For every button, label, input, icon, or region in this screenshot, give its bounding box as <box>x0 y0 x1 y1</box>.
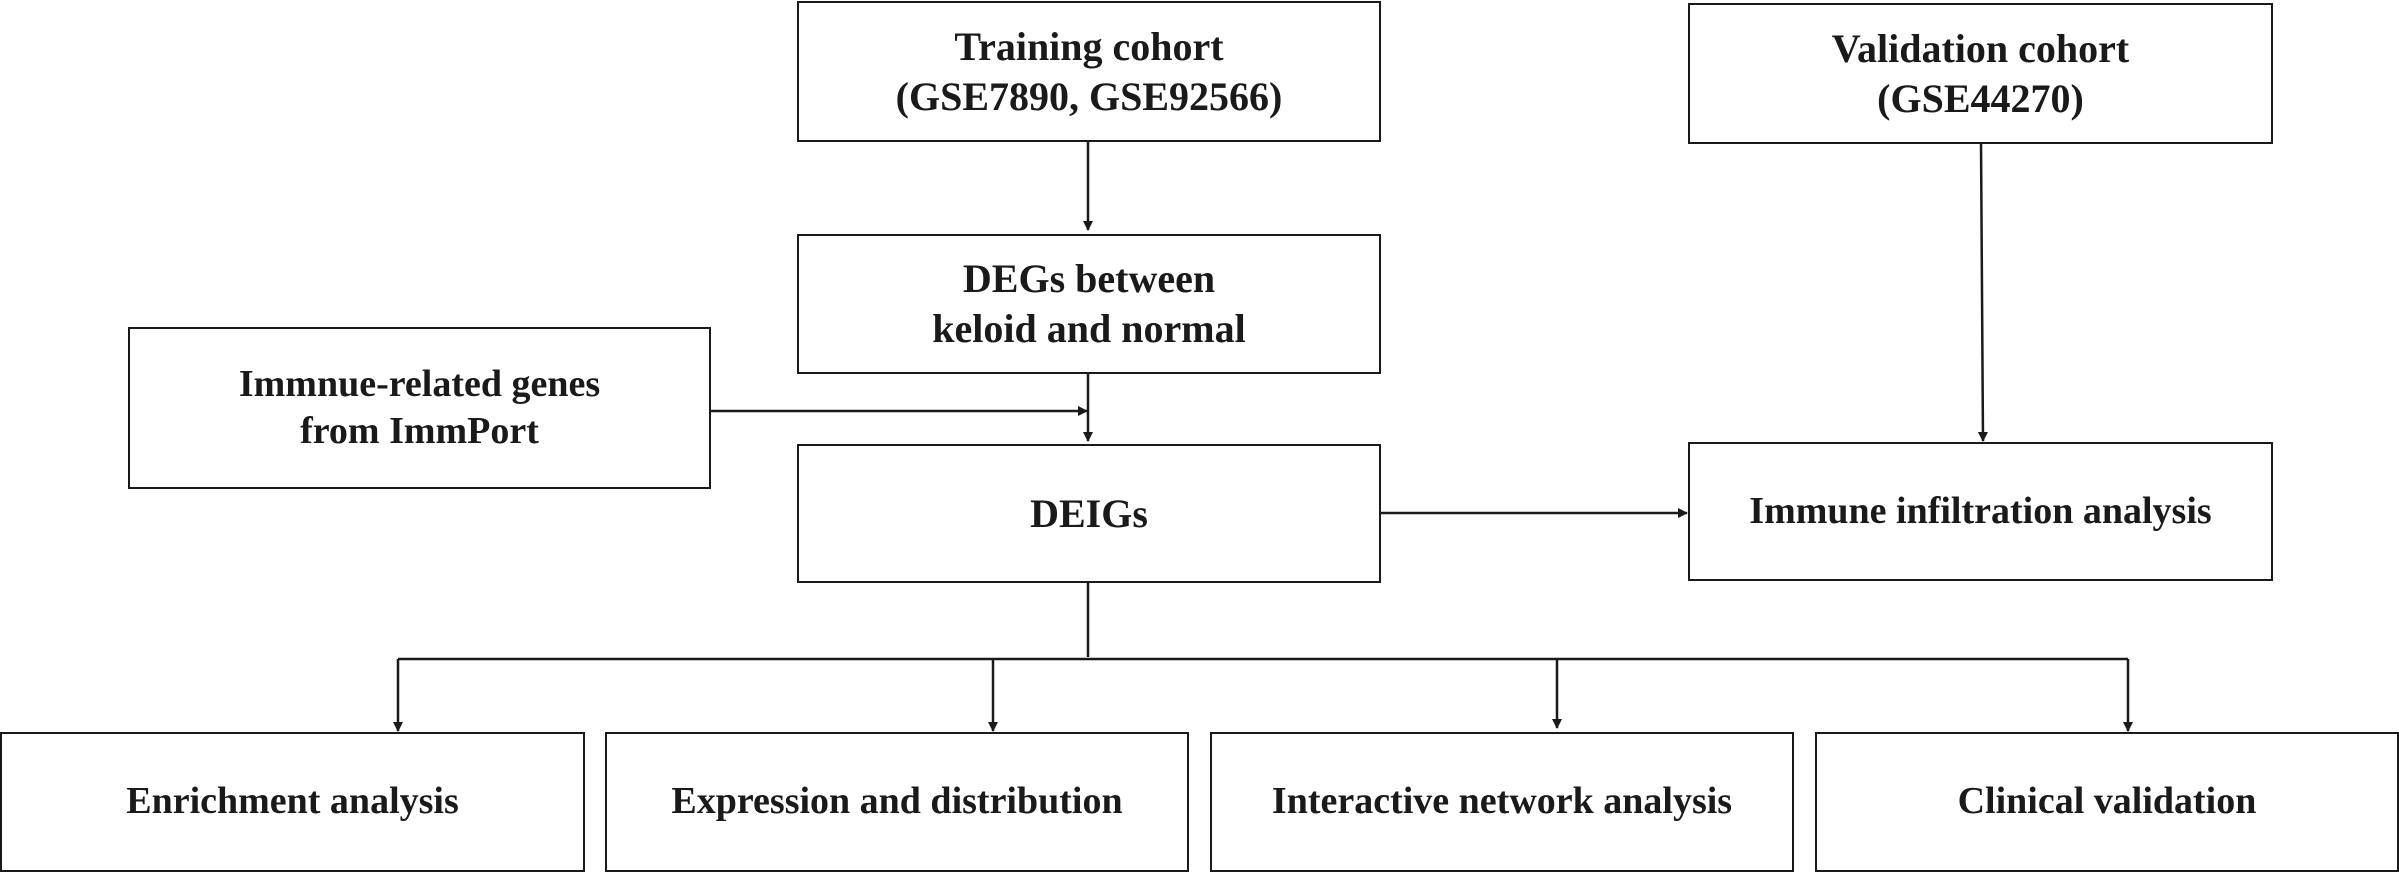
immune-genes-box: Immnue-related genes from ImmPort <box>128 327 711 489</box>
enrichment-analysis-label: Enrichment analysis <box>126 780 459 823</box>
training-cohort-title: Training cohort <box>954 23 1224 69</box>
degs-box: DEGs between keloid and normal <box>797 234 1381 374</box>
arrow-validation-to-infiltration <box>1977 141 1988 442</box>
validation-cohort-title: Validation cohort <box>1831 25 2130 71</box>
clinical-validation-box: Clinical validation <box>1815 732 2399 872</box>
interactive-network-box: Interactive network analysis <box>1210 732 1794 872</box>
immune-infiltration-label: Immune infiltration analysis <box>1749 489 2212 532</box>
degs-line2: keloid and normal <box>932 306 1246 351</box>
training-cohort-box: Training cohort (GSE7890, GSE92566) <box>797 1 1381 142</box>
validation-cohort-box: Validation cohort (GSE44270) <box>1688 3 2273 144</box>
interactive-network-label: Interactive network analysis <box>1271 780 1733 823</box>
immune-genes-line1: Immnue-related genes <box>238 362 601 405</box>
expression-distribution-box: Expression and distribution <box>605 732 1189 872</box>
expression-distribution-label: Expression and distribution <box>671 780 1123 823</box>
immune-genes-line2: from ImmPort <box>300 410 539 452</box>
immune-infiltration-box: Immune infiltration analysis <box>1688 442 2273 581</box>
degs-line1: DEGs between <box>962 256 1216 301</box>
deigs-box: DEIGs <box>797 444 1381 583</box>
enrichment-analysis-box: Enrichment analysis <box>0 732 585 872</box>
deigs-label: DEIGs <box>1030 490 1148 536</box>
training-cohort-ids: (GSE7890, GSE92566) <box>895 73 1283 119</box>
clinical-validation-label: Clinical validation <box>1957 780 2257 823</box>
validation-cohort-ids: (GSE44270) <box>1877 75 2084 121</box>
